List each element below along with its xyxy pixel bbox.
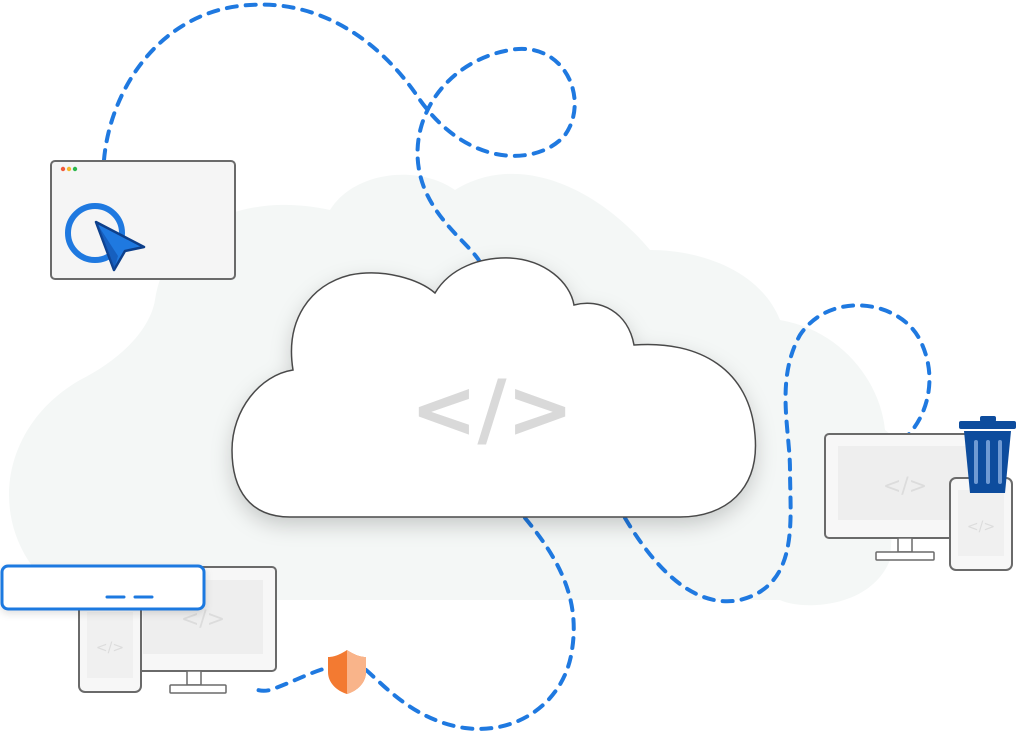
left-devices: </> </> <box>0 564 277 694</box>
cloud-icon: </> <box>231 257 757 518</box>
connection-lines <box>102 2 932 731</box>
connection-cloud-to-right-devices <box>623 303 932 604</box>
left-phone-code: </> <box>96 640 124 656</box>
trash-icon <box>959 416 1016 493</box>
right-monitor-code: </> <box>883 474 927 499</box>
phone-icon: </> <box>949 477 1013 571</box>
window-close-dot <box>60 166 66 172</box>
left-monitor-code: </> <box>181 607 225 632</box>
browser-window <box>50 160 236 280</box>
connection-cloud-to-left-devices <box>250 516 576 731</box>
server-bar <box>0 564 206 611</box>
window-maximize-dot <box>72 166 78 172</box>
right-devices: </> </> <box>824 416 1016 571</box>
right-phone-code: </> <box>967 519 995 535</box>
code-icon: </> <box>410 363 573 456</box>
cursor-icon <box>65 203 146 272</box>
shield-icon <box>328 650 366 694</box>
window-minimize-dot <box>66 166 72 172</box>
connection-browser-to-cloud <box>102 2 577 264</box>
phone-icon: </> <box>78 599 142 693</box>
